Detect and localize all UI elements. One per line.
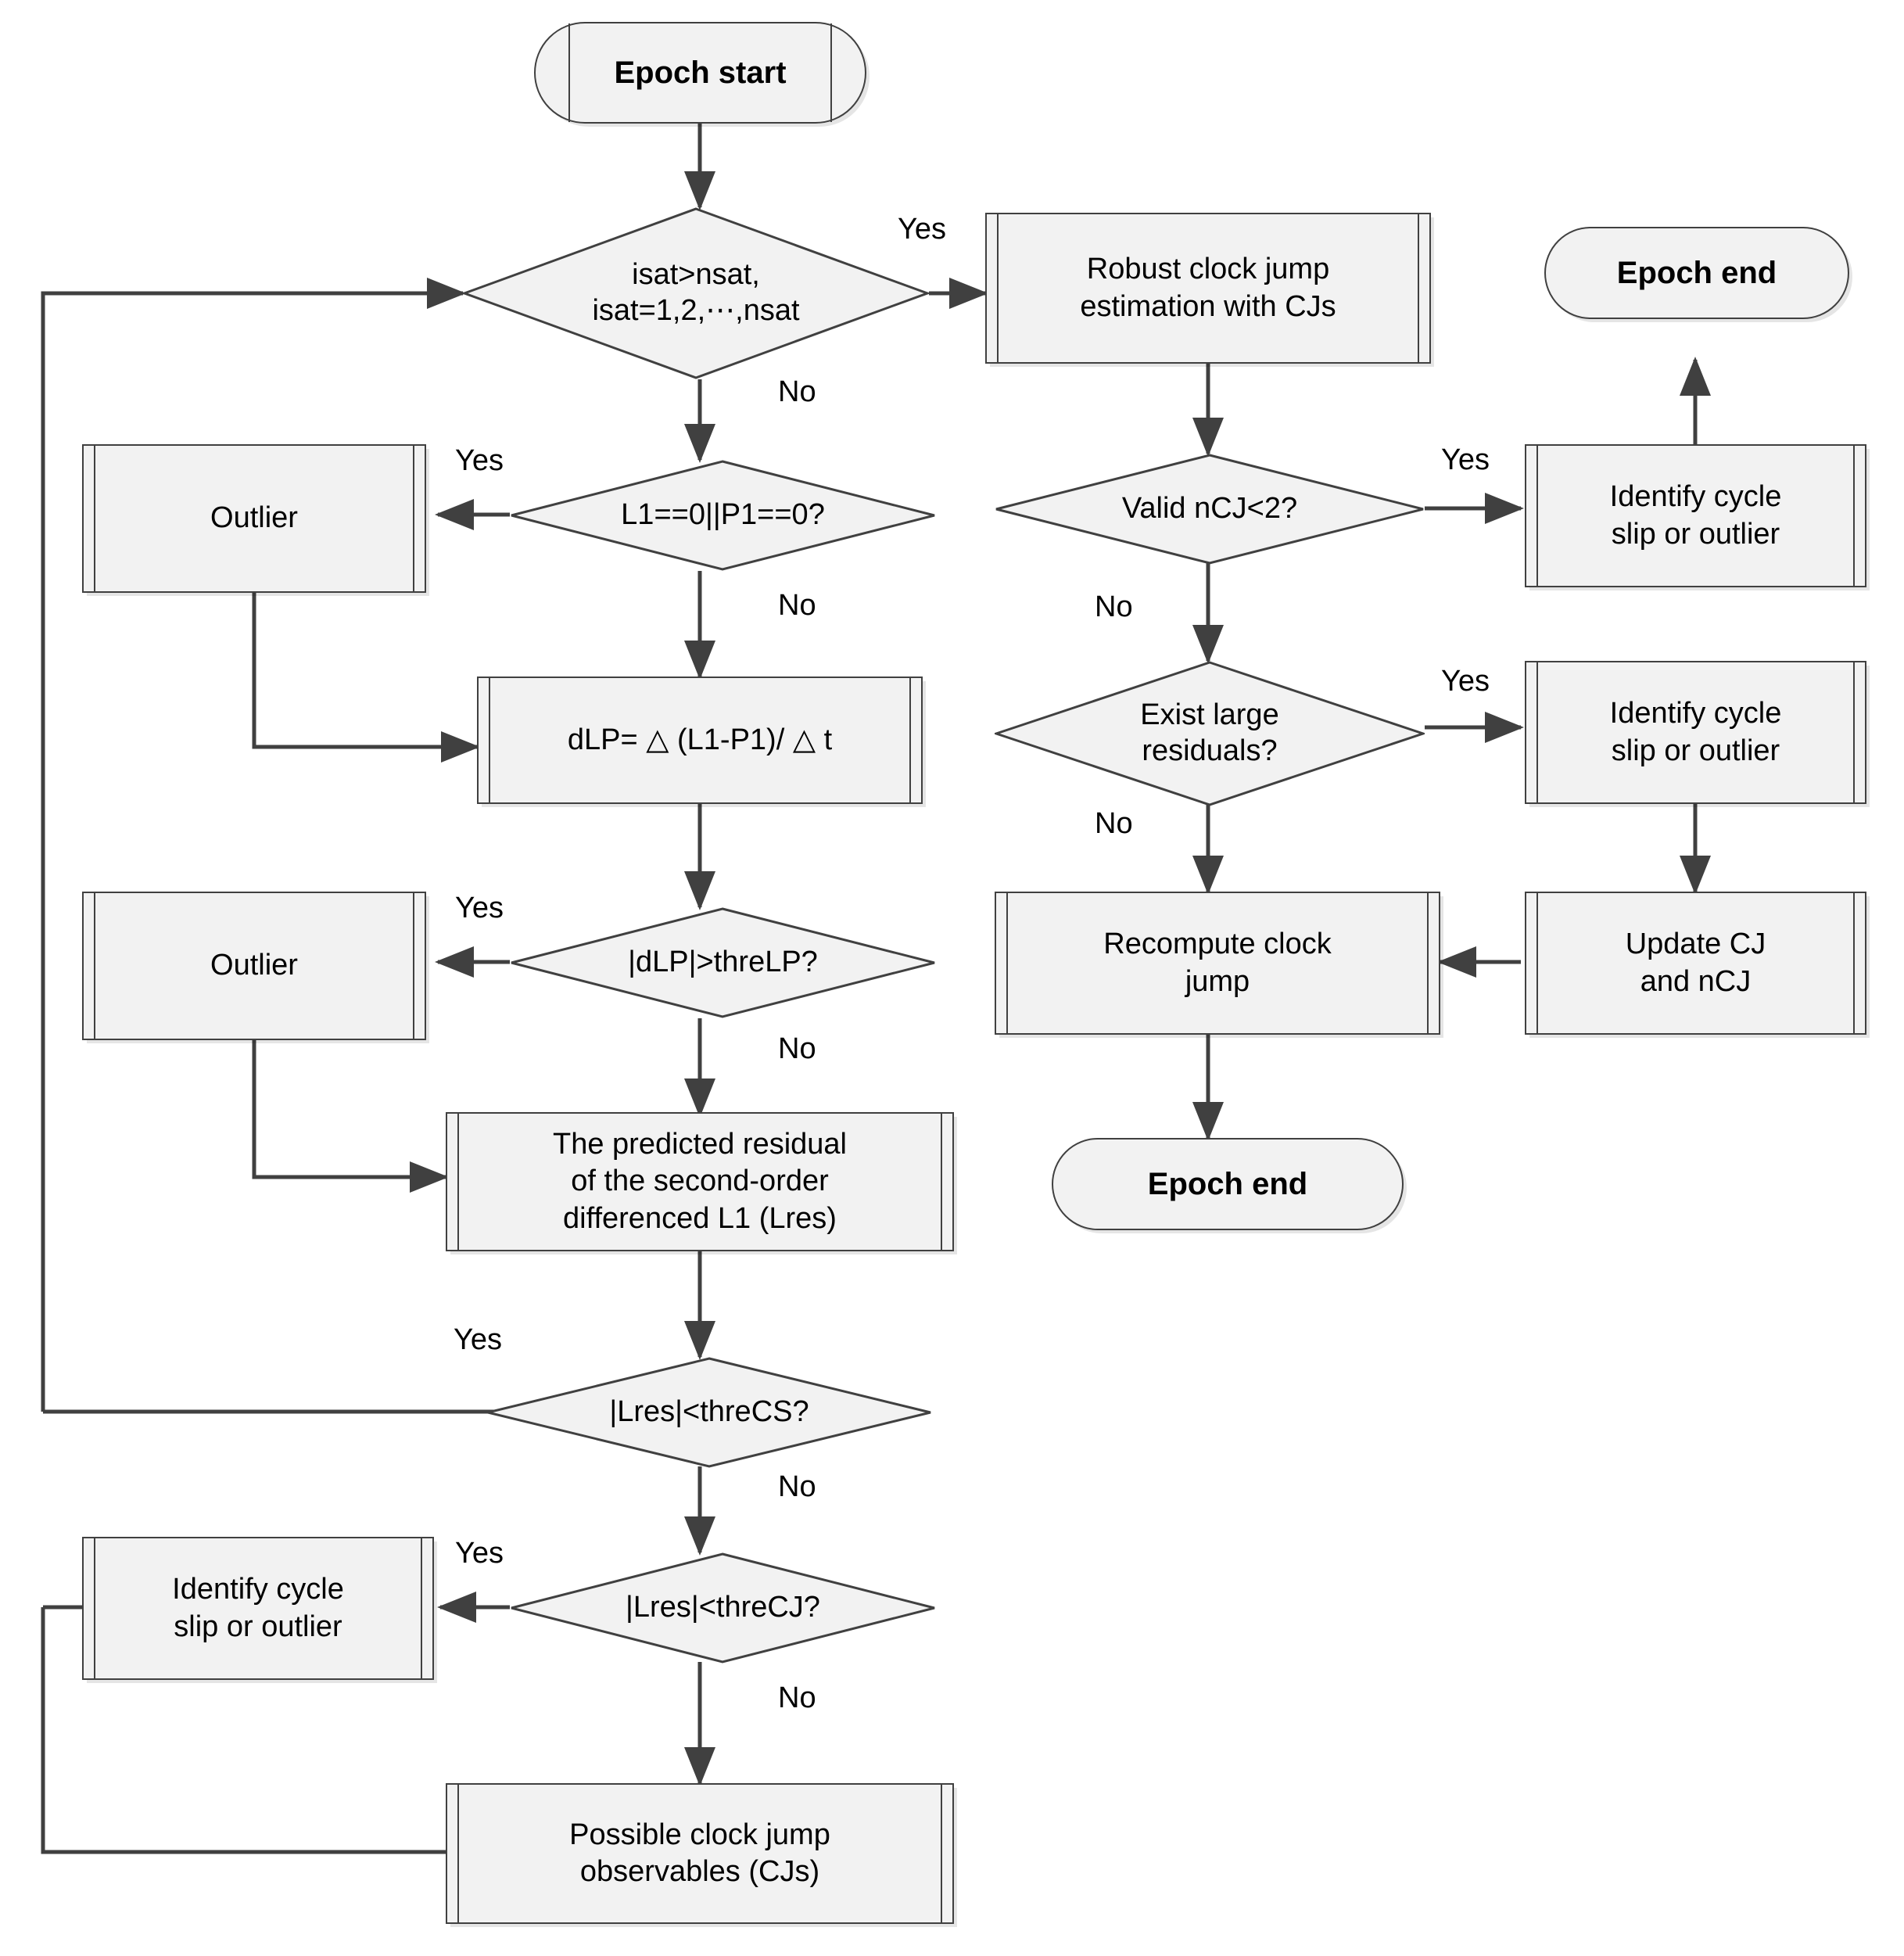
decision-exist-large-residuals-label: Exist large residuals? bbox=[1140, 698, 1279, 767]
pbox-bar-left bbox=[1536, 893, 1538, 1033]
terminator-divider-left bbox=[568, 23, 570, 122]
edge-label-exist-yes: Yes bbox=[1441, 665, 1490, 698]
pbox-bar-left bbox=[489, 678, 490, 802]
pbox-bar-left bbox=[94, 446, 95, 591]
pbox-bar-right bbox=[1418, 214, 1419, 362]
edge-label-lres-cs-no: No bbox=[778, 1470, 816, 1503]
process-predicted-residual: The predicted residual of the second-ord… bbox=[446, 1112, 954, 1251]
decision-l1-p1-zero-label: L1==0||P1==0? bbox=[621, 498, 825, 532]
process-possible-cj: Possible clock jump observables (CJs) bbox=[446, 1783, 954, 1924]
decision-lres-thrcs-label: |Lres|<threCS? bbox=[609, 1395, 809, 1429]
pbox-bar-left bbox=[1536, 662, 1538, 802]
decision-isat: isat>nsat, isat=1,2,⋯,nsat bbox=[463, 207, 929, 379]
terminator-divider-right bbox=[830, 23, 832, 122]
process-robust-estimation: Robust clock jump estimation with CJs bbox=[985, 213, 1431, 364]
process-outlier-2: Outlier bbox=[82, 892, 426, 1040]
process-identify-cs-2-label: Identify cycle slip or outlier bbox=[1609, 697, 1782, 767]
process-dlp-formula: dLP= △ (L1-P1)/ △ t bbox=[477, 677, 923, 804]
pbox-bar-right bbox=[941, 1785, 942, 1922]
process-identify-cs-1-label: Identify cycle slip or outlier bbox=[1609, 480, 1782, 551]
process-update-cj-label: Update CJ and nCJ bbox=[1625, 928, 1766, 998]
decision-l1-p1-zero: L1==0||P1==0? bbox=[510, 460, 936, 571]
process-robust-estimation-label: Robust clock jump estimation with CJs bbox=[1080, 253, 1336, 323]
process-identify-cs-3: Identify cycle slip or outlier bbox=[82, 1537, 434, 1680]
decision-valid-ncj-label: Valid nCJ<2? bbox=[1121, 492, 1298, 526]
pbox-bar-left bbox=[1006, 893, 1008, 1033]
diamond-shape bbox=[463, 207, 929, 379]
process-identify-cs-2: Identify cycle slip or outlier bbox=[1525, 661, 1866, 804]
process-predicted-residual-label: The predicted residual of the second-ord… bbox=[553, 1128, 847, 1235]
decision-isat-label: isat>nsat, isat=1,2,⋯,nsat bbox=[592, 258, 800, 327]
process-outlier-2-label: Outlier bbox=[210, 949, 298, 982]
edge-label-dlp-no: No bbox=[778, 1032, 816, 1065]
edge-label-lres-cs-yes: Yes bbox=[454, 1323, 502, 1356]
pbox-bar-left bbox=[997, 214, 999, 362]
pbox-bar-right bbox=[909, 678, 911, 802]
pbox-bar-right bbox=[941, 1114, 942, 1250]
edge-label-exist-no: No bbox=[1095, 807, 1133, 840]
process-dlp-formula-label: dLP= △ (L1-P1)/ △ t bbox=[567, 723, 833, 756]
pbox-bar-right bbox=[1427, 893, 1429, 1033]
decision-lres-thrcj: |Lres|<threCJ? bbox=[510, 1552, 936, 1663]
decision-dlp-threshold-label: |dLP|>threLP? bbox=[628, 946, 818, 979]
process-update-cj: Update CJ and nCJ bbox=[1525, 892, 1866, 1035]
process-identify-cs-3-label: Identify cycle slip or outlier bbox=[172, 1573, 344, 1643]
pbox-bar-right bbox=[1853, 893, 1855, 1033]
epoch-end-bottom-label: Epoch end bbox=[1147, 1166, 1308, 1201]
process-outlier-1: Outlier bbox=[82, 444, 426, 593]
edge-label-isat-no: No bbox=[778, 375, 816, 408]
decision-exist-large-residuals: Exist large residuals? bbox=[995, 661, 1425, 806]
edge-label-dlp-yes: Yes bbox=[455, 892, 504, 924]
pbox-bar-left bbox=[457, 1785, 459, 1922]
epoch-start-label: Epoch start bbox=[614, 55, 787, 90]
edge-label-valid-ncj-yes: Yes bbox=[1441, 443, 1490, 476]
pbox-bar-left bbox=[94, 893, 95, 1039]
edge-label-valid-ncj-no: No bbox=[1095, 590, 1133, 623]
edge-label-lres-cj-no: No bbox=[778, 1681, 816, 1714]
pbox-bar-left bbox=[1536, 446, 1538, 586]
decision-dlp-threshold: |dLP|>threLP? bbox=[510, 907, 936, 1018]
diamond-shape bbox=[511, 1552, 935, 1663]
pbox-bar-right bbox=[1853, 446, 1855, 586]
pbox-bar-right bbox=[413, 446, 414, 591]
pbox-bar-left bbox=[457, 1114, 459, 1250]
process-recompute-cj-label: Recompute clock jump bbox=[1103, 928, 1332, 998]
diamond-shape bbox=[511, 907, 935, 1018]
decision-lres-thrcs: |Lres|<threCS? bbox=[486, 1357, 932, 1468]
decision-valid-ncj: Valid nCJ<2? bbox=[995, 454, 1425, 565]
edge-label-l1p1-no: No bbox=[778, 589, 816, 622]
pbox-bar-left bbox=[94, 1538, 95, 1678]
pbox-bar-right bbox=[413, 893, 414, 1039]
epoch-end-terminator-bottom: Epoch end bbox=[1052, 1138, 1404, 1230]
epoch-start-terminator: Epoch start bbox=[534, 22, 866, 124]
process-recompute-cj: Recompute clock jump bbox=[995, 892, 1440, 1035]
epoch-end-top-label: Epoch end bbox=[1616, 255, 1777, 290]
process-possible-cj-label: Possible clock jump observables (CJs) bbox=[569, 1818, 830, 1888]
epoch-end-terminator-top: Epoch end bbox=[1544, 227, 1849, 319]
edge-label-l1p1-yes: Yes bbox=[455, 444, 504, 477]
pbox-bar-right bbox=[421, 1538, 422, 1678]
diamond-shape bbox=[487, 1357, 931, 1468]
pbox-bar-right bbox=[1853, 662, 1855, 802]
diamond-shape bbox=[511, 460, 935, 571]
edge-label-lres-cj-yes: Yes bbox=[455, 1537, 504, 1570]
process-identify-cs-1: Identify cycle slip or outlier bbox=[1525, 444, 1866, 587]
decision-lres-thrcj-label: |Lres|<threCJ? bbox=[626, 1591, 820, 1624]
edge-label-isat-yes: Yes bbox=[898, 213, 946, 246]
process-outlier-1-label: Outlier bbox=[210, 501, 298, 535]
